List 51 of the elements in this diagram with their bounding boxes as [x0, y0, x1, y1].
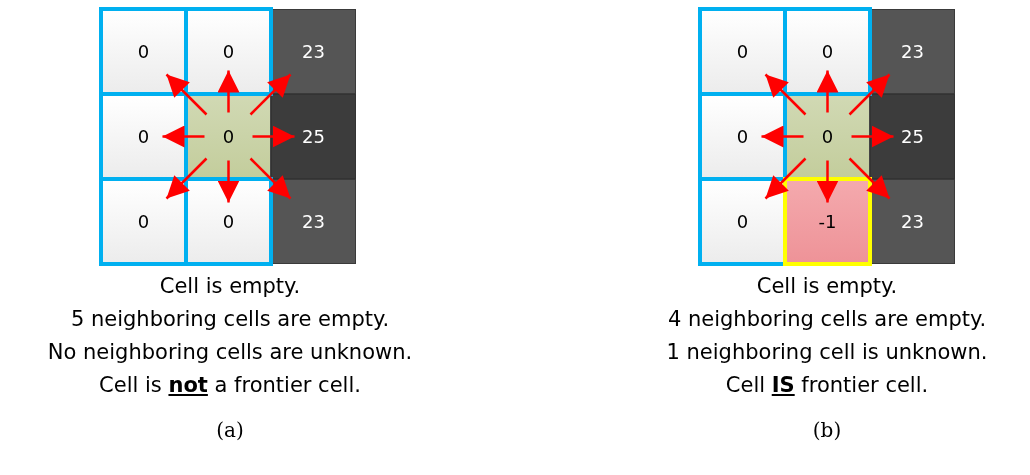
arrow: [848, 73, 891, 116]
caption-line: No neighboring cells are unknown.: [46, 340, 414, 364]
grid-cell: [271, 9, 356, 94]
caption-line: 1 neighboring cell is unknown.: [665, 340, 989, 364]
grid-cell: [870, 179, 955, 264]
caption-line: 5 neighboring cells are empty.: [69, 307, 391, 331]
panel-label: (a): [215, 418, 245, 442]
arrow: [217, 70, 240, 113]
arrow: [165, 73, 208, 116]
arrow: [848, 157, 891, 200]
panel-label: (b): [811, 418, 843, 442]
caption-line: Cell IS frontier cell.: [724, 373, 930, 397]
arrow: [764, 157, 807, 200]
cell-value: 0: [736, 211, 749, 232]
grid-cell: [783, 177, 872, 266]
cell-value: 0: [736, 126, 749, 147]
arrow: [816, 160, 839, 203]
arrow: [851, 125, 894, 148]
cell-value: 23: [302, 211, 325, 232]
cell-value: -1: [818, 211, 837, 232]
caption-line: Cell is empty.: [755, 274, 899, 298]
cell-value: 0: [821, 126, 834, 147]
cell-value: 0: [222, 41, 235, 62]
cell-value: 0: [137, 126, 150, 147]
arrow: [249, 157, 292, 200]
cell-value: 0: [736, 41, 749, 62]
cell-value: 23: [901, 41, 924, 62]
grid-cell: [870, 94, 955, 179]
arrow: [764, 73, 807, 116]
cell-value: 0: [137, 41, 150, 62]
caption-line: Cell is empty.: [158, 274, 302, 298]
cell-value: 0: [222, 211, 235, 232]
arrow: [816, 70, 839, 113]
grid-cell: [271, 94, 356, 179]
caption-line: 4 neighboring cells are empty.: [666, 307, 988, 331]
cell-value: 23: [302, 41, 325, 62]
cell-value: 0: [222, 126, 235, 147]
arrow: [165, 157, 208, 200]
arrow: [162, 125, 205, 148]
arrow: [249, 73, 292, 116]
arrow: [252, 125, 295, 148]
grid-cell: [271, 179, 356, 264]
caption-line: Cell is not a frontier cell.: [98, 373, 362, 397]
arrow: [761, 125, 804, 148]
cell-value: 25: [901, 126, 924, 147]
cell-value: 0: [821, 41, 834, 62]
arrow: [217, 160, 240, 203]
grid-cell: [870, 9, 955, 94]
cell-value: 23: [901, 211, 924, 232]
cell-value: 25: [302, 126, 325, 147]
cell-value: 0: [137, 211, 150, 232]
